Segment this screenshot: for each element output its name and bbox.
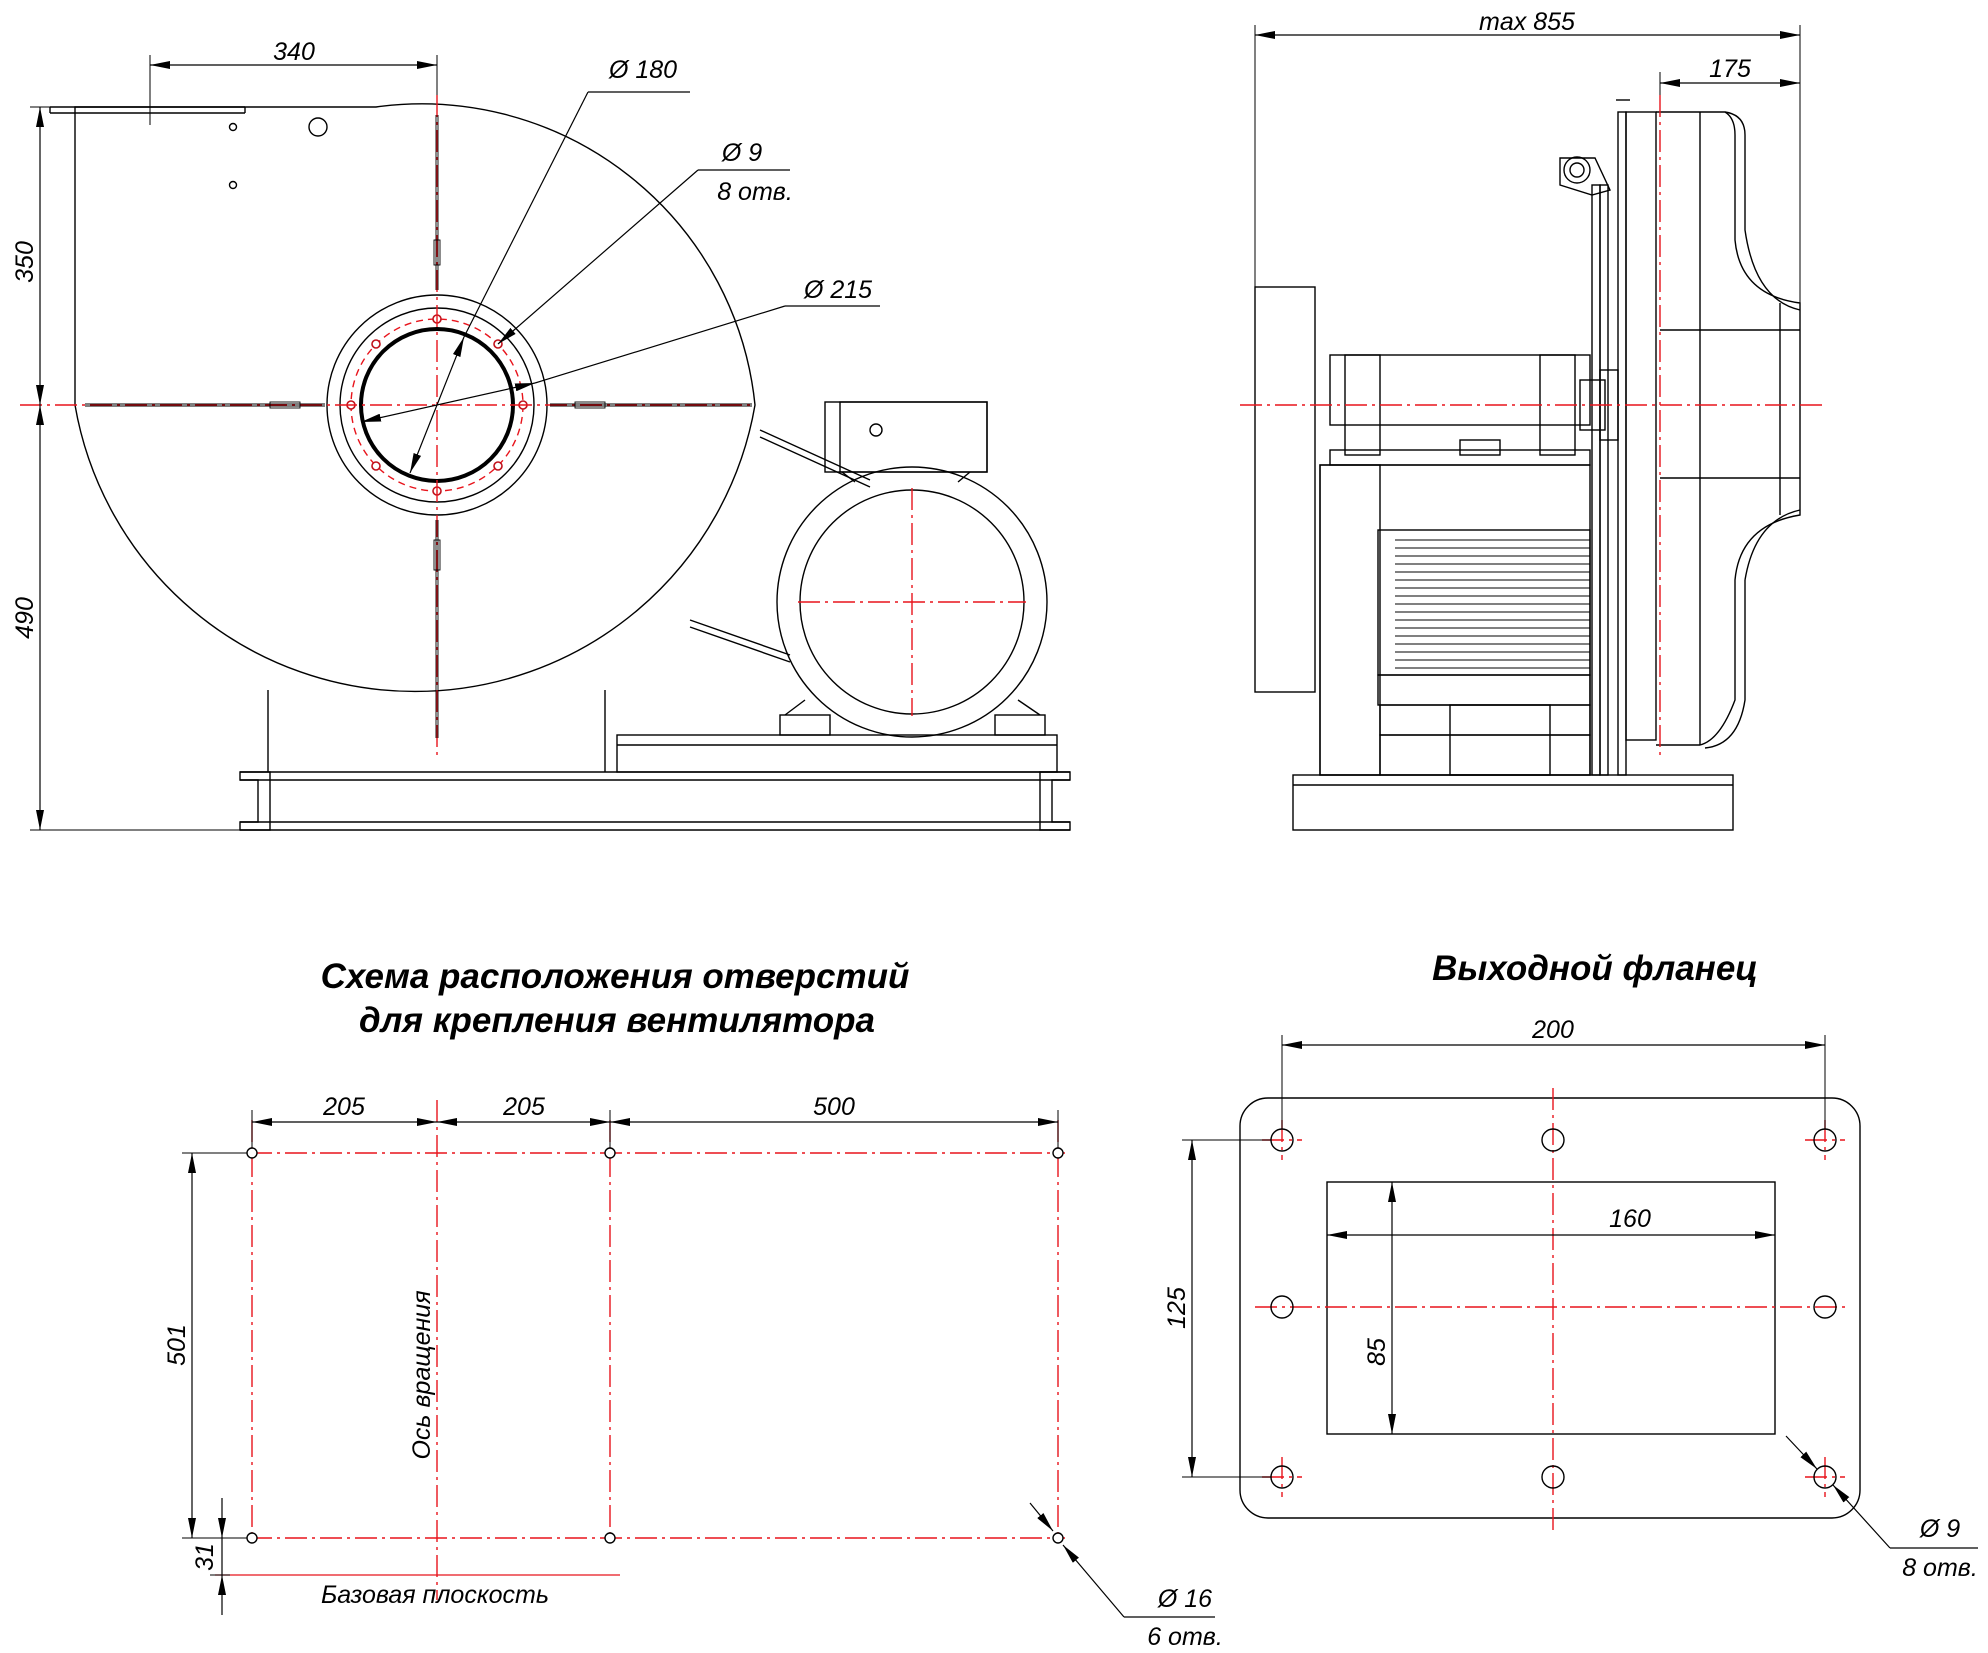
- dim-max-label: max 855: [1479, 8, 1575, 36]
- mounting-title-line2: для крепления вентилятора: [359, 1001, 875, 1040]
- d-hole-label: Ø 9: [721, 139, 762, 167]
- side-view: max 855 175: [1240, 8, 1825, 831]
- motor-body: [776, 466, 1048, 738]
- axis-label: Ось вращения: [408, 1290, 436, 1459]
- flange-hole-dia-label: Ø 9: [1919, 1515, 1960, 1543]
- motor-fins: [1395, 539, 1590, 669]
- flange-hole-count-label: 8 отв.: [1902, 1554, 1978, 1582]
- dim-height-label: 501: [163, 1324, 191, 1366]
- mounting-title-line1: Схема расположения отверстий: [321, 957, 910, 996]
- dim-c-label: 500: [813, 1093, 855, 1121]
- dim-bottom-label: 490: [11, 597, 39, 639]
- dim-width-label: 340: [273, 38, 315, 66]
- volute-profile: [1656, 111, 1801, 746]
- mounting-holes: [246, 1147, 1064, 1544]
- volute-housing: [74, 103, 756, 693]
- flange-opening: [1326, 1181, 1776, 1435]
- flange-title: Выходной фланец: [1432, 949, 1758, 988]
- flange-height-label: 125: [1163, 1287, 1191, 1329]
- dim-flange-label: 175: [1709, 55, 1751, 83]
- motor-fan-cover: [1254, 286, 1316, 693]
- inlet-bolt-holes: [346, 314, 528, 496]
- mounting-scheme: Схема расположения отверстий для креплен…: [163, 957, 1223, 1651]
- flange-width-label: 200: [1531, 1016, 1574, 1044]
- dim-offset-label: 31: [191, 1543, 219, 1571]
- flange-inner-height-label: 85: [1363, 1338, 1391, 1366]
- dim-b-label: 205: [502, 1093, 545, 1121]
- d-flange-label: Ø 215: [803, 276, 872, 304]
- outlet-flange: Выходной фланец 200 160: [1163, 949, 1978, 1582]
- dim-top-label: 350: [11, 241, 39, 283]
- d-hole-count-label: 8 отв.: [717, 178, 793, 206]
- mount-hole-dia-label: Ø 16: [1157, 1585, 1212, 1613]
- d-outer-label: Ø 180: [608, 56, 677, 84]
- flange-plate: [1239, 1097, 1861, 1519]
- mount-hole-count-label: 6 отв.: [1147, 1623, 1223, 1651]
- dim-a-label: 205: [322, 1093, 365, 1121]
- front-view: 340 350 490 Ø 180 Ø 9 8 отв. Ø 215: [11, 38, 1071, 831]
- flange-inner-width-label: 160: [1609, 1205, 1651, 1233]
- base-label: Базовая плоскость: [321, 1581, 549, 1609]
